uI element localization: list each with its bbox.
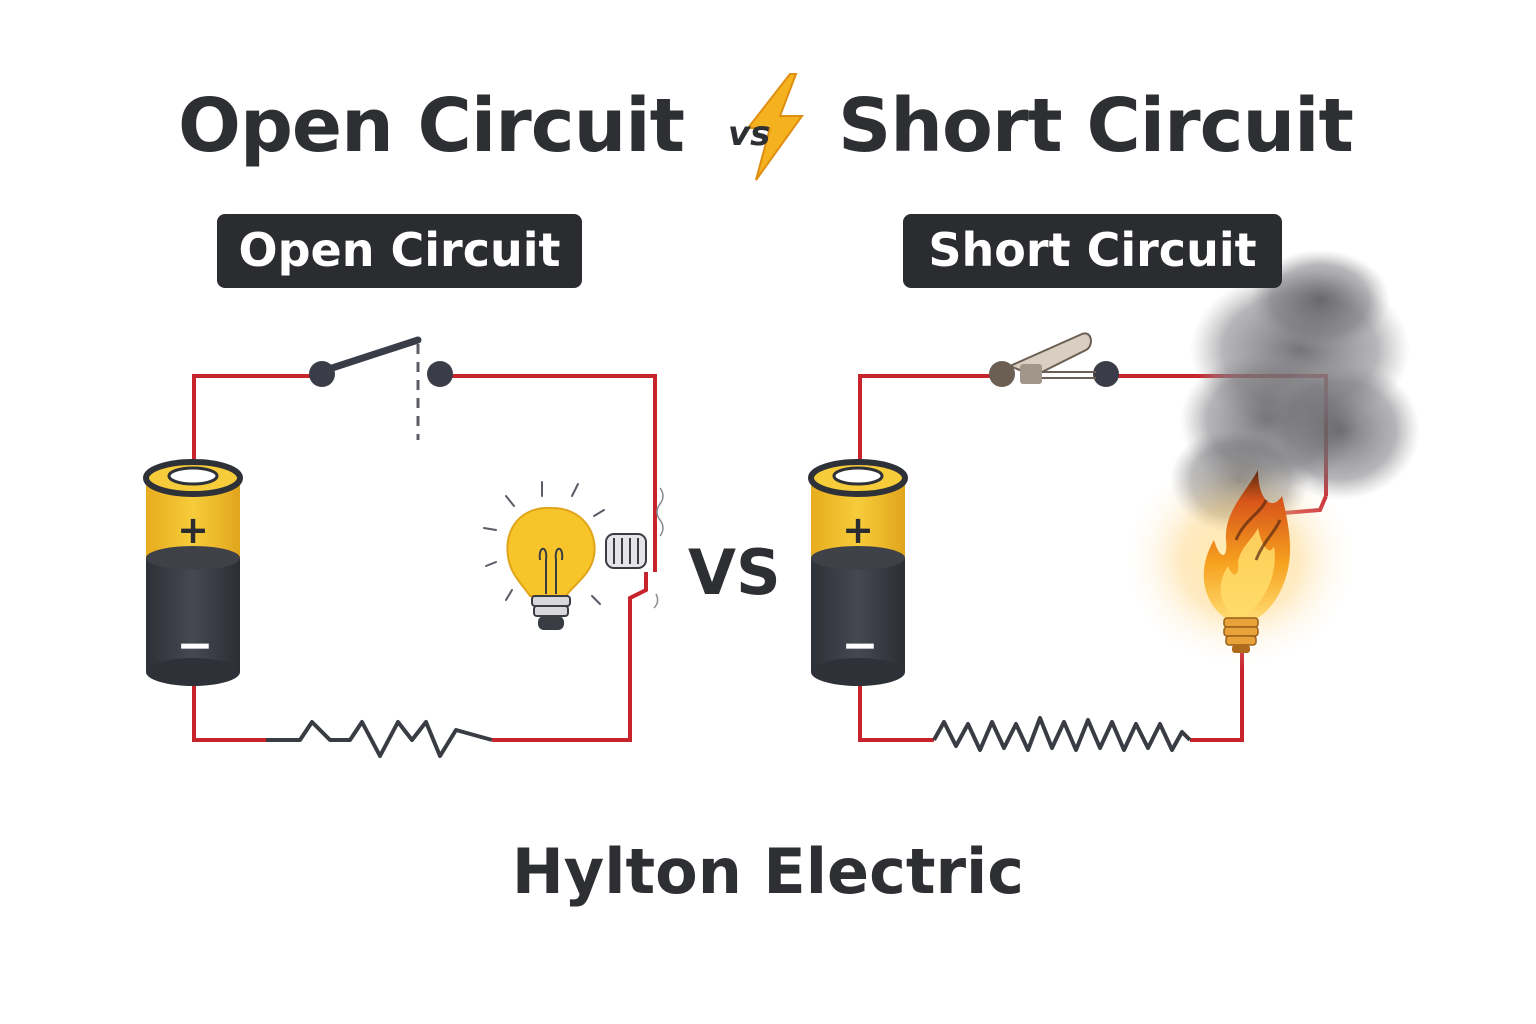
short-wire-bottom-left: [858, 682, 934, 742]
open-battery-minus: −: [177, 620, 214, 671]
open-resistor: [266, 720, 493, 758]
lightning-bolt-icon: [745, 73, 804, 181]
page-title: Open Circuit vs Short Circuit: [0, 78, 1536, 178]
center-vs: VS: [688, 536, 781, 609]
title-vs: vs: [718, 78, 808, 182]
open-circuit-label: Open Circuit: [217, 214, 582, 288]
burnt-bulb-base: [1223, 617, 1259, 653]
light-bulb-icon: [483, 481, 664, 630]
short-resistor: [932, 716, 1192, 752]
short-wire-left-top: [858, 374, 1000, 466]
open-wire-right-down: [492, 572, 648, 742]
short-battery-plus: +: [842, 508, 874, 552]
short-battery-minus: −: [842, 620, 879, 671]
title-short-circuit: Short Circuit: [838, 83, 1354, 169]
title-vs-text: vs: [728, 114, 771, 154]
open-circuit-diagram: + −: [143, 336, 664, 758]
open-wire-left-top: [192, 374, 320, 466]
title-open-circuit: Open Circuit: [178, 83, 685, 169]
short-battery: + −: [808, 459, 908, 686]
short-wire-right-down: [1190, 650, 1244, 742]
open-switch: [309, 336, 453, 440]
open-wire-right-top: [440, 374, 657, 572]
open-battery-plus: +: [177, 508, 209, 552]
short-circuit-label: Short Circuit: [903, 214, 1282, 288]
short-circuit-diagram: + −: [808, 250, 1420, 752]
short-switch: [989, 332, 1119, 387]
flame-icon: [1203, 470, 1291, 626]
open-battery: + −: [143, 459, 243, 686]
open-wire-bottom-left: [192, 682, 266, 742]
brand-name: Hylton Electric: [511, 835, 1025, 908]
